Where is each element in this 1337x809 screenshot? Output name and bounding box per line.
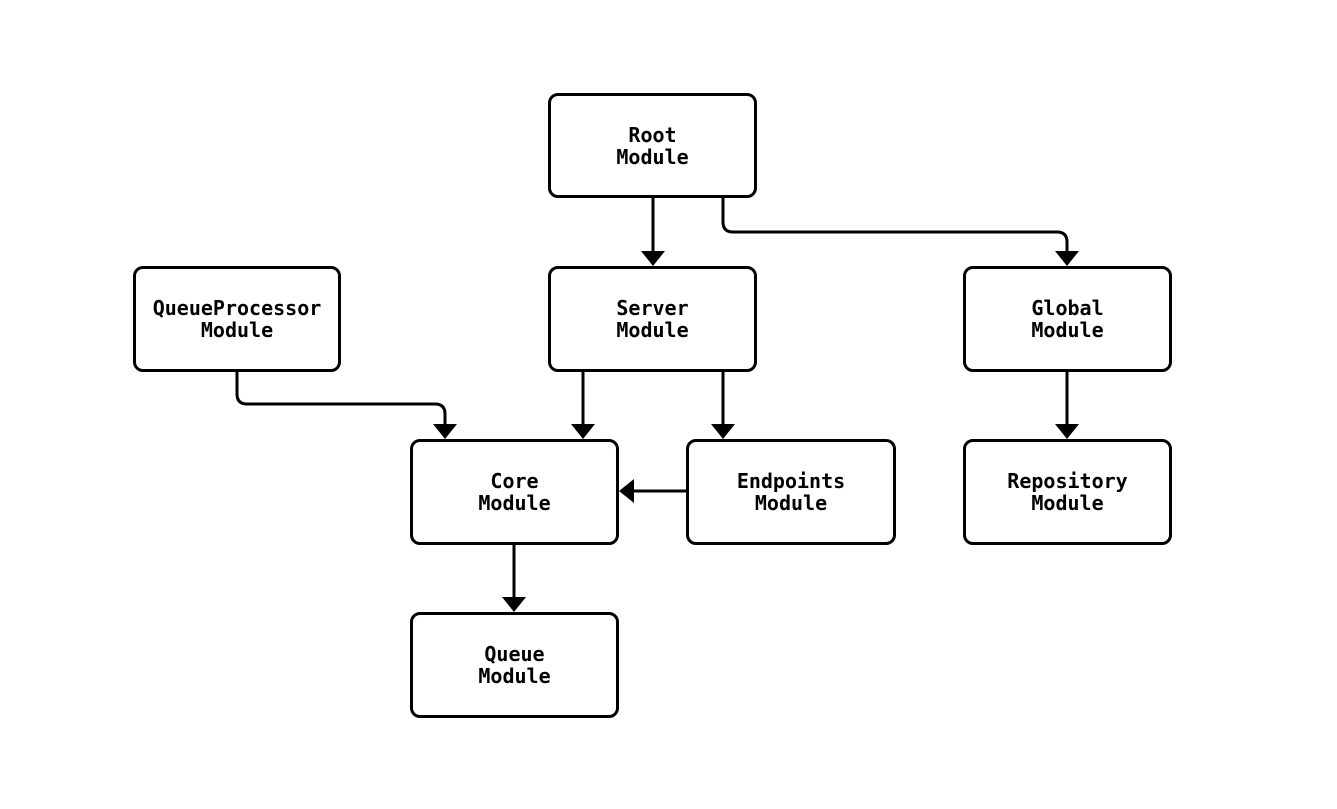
edge-queueprocessor-module-to-core-module <box>235 372 447 424</box>
node-label-line1: Core <box>490 469 539 493</box>
arrowhead-queueprocessor-module-to-core-module <box>433 424 457 439</box>
arrowhead-server-module-to-core-module <box>571 424 595 439</box>
arrowhead-root-module-to-server-module <box>641 251 665 266</box>
node-label-line2: Module <box>1031 318 1104 342</box>
node-label-line1: Root <box>628 122 677 147</box>
node-label-line1: Queue <box>484 642 545 666</box>
node-label-line1: Global <box>1031 296 1104 320</box>
edge-root-module-to-global-module <box>721 198 1069 251</box>
node-label-line2: Module <box>200 318 274 342</box>
node-label-line2: Module <box>616 144 689 169</box>
node-label-line1: Server <box>616 296 689 320</box>
node-label-line2: Module <box>754 491 828 515</box>
node-label-line1: Endpoints <box>736 469 846 493</box>
arrowhead-global-module-to-repository-module <box>1055 424 1079 439</box>
node-label-line2: Module <box>478 664 551 688</box>
arrowhead-root-module-to-global-module <box>1055 251 1079 266</box>
node-label-line2: Module <box>616 318 689 342</box>
arrowhead-endpoints-module-to-core-module <box>619 479 634 503</box>
node-label-line2: Module <box>1031 491 1104 515</box>
node-label-line1: QueueProcessor <box>152 296 322 320</box>
arrowhead-core-module-to-queue-module <box>502 597 526 612</box>
node-label-line1: Repository <box>1007 469 1128 493</box>
arrowhead-server-module-to-endpoints-module <box>711 424 735 439</box>
node-label-line2: Module <box>478 491 551 515</box>
